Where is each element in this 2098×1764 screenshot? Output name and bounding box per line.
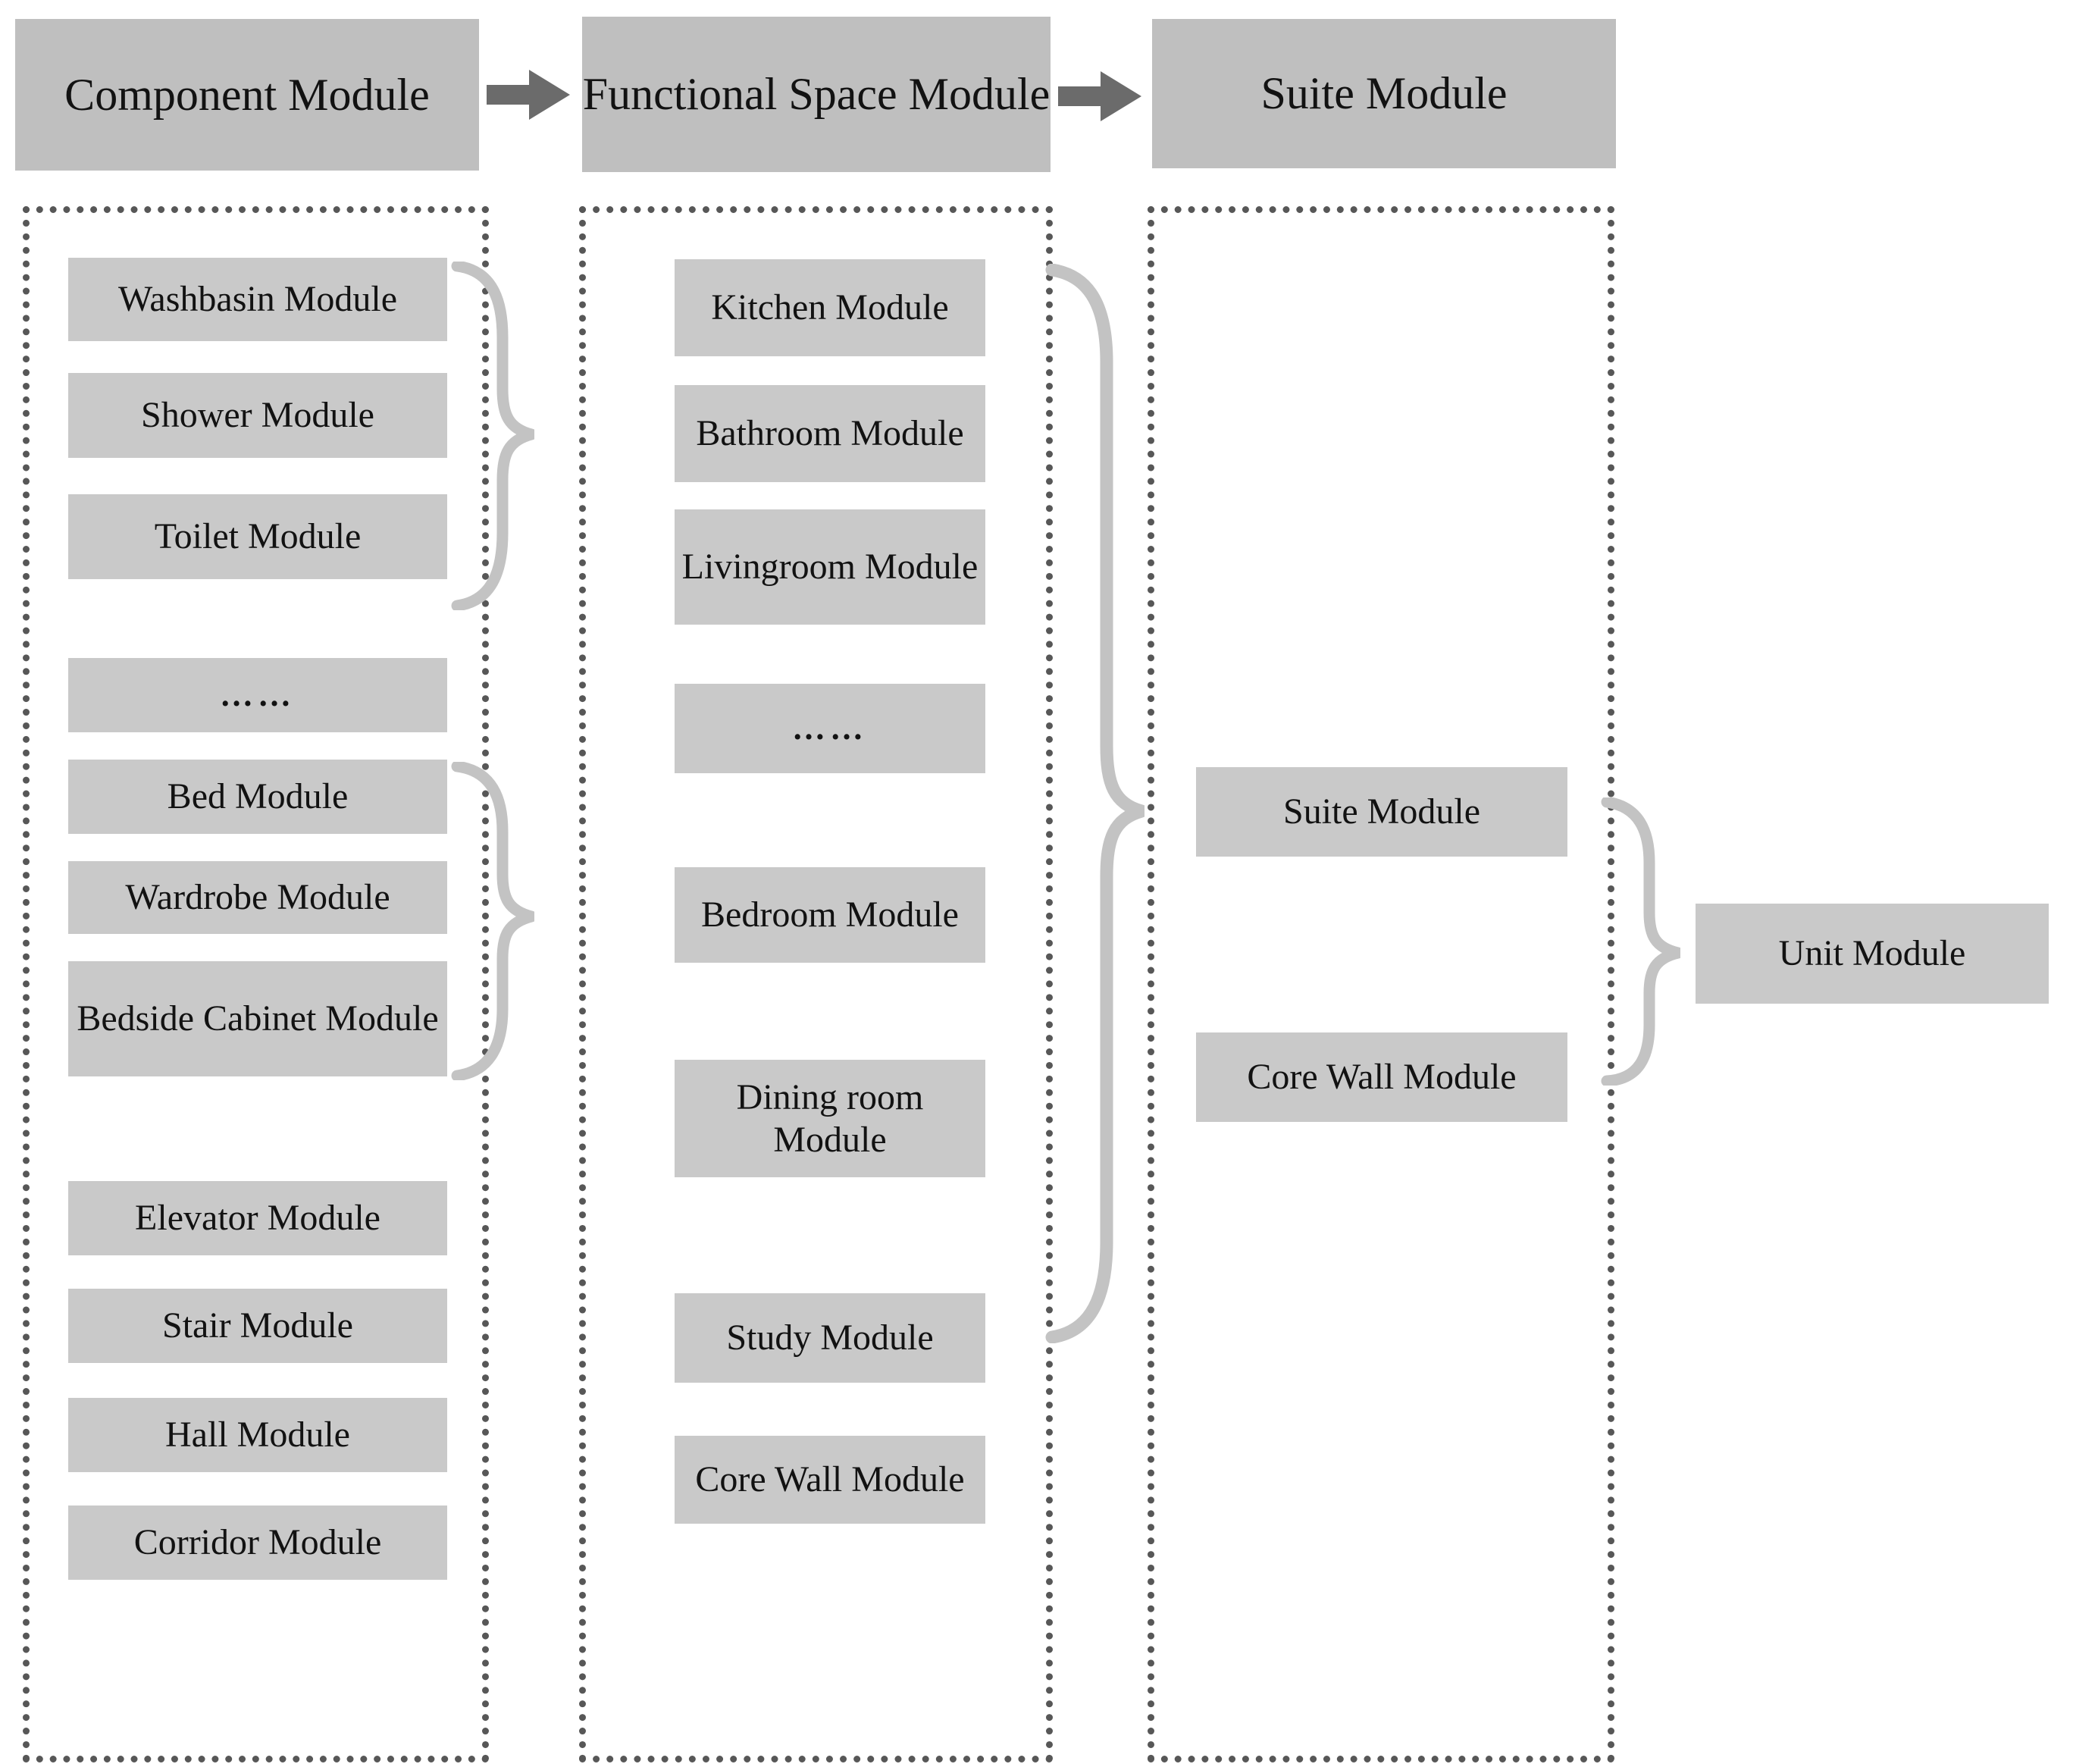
item-bedside-cabinet-module: Bedside Cabinet Module [68,961,447,1076]
functional-space-module-group-box [579,206,1053,1762]
item-elevator-module: Elevator Module [68,1181,447,1255]
item-core-wall-module-functional: Core Wall Module [675,1436,985,1524]
item-ellipsis-components: …… [68,658,447,732]
item-bathroom-module: Bathroom Module [675,385,985,482]
unit-module-box: Unit Module [1696,904,2049,1004]
component-module-header: Component Module [15,19,479,171]
brace-bedroom-group-icon [451,762,534,1080]
item-shower-module: Shower Module [68,373,447,458]
item-dining-room-module: Dining room Module [675,1060,985,1177]
item-washbasin-module: Washbasin Module [68,258,447,341]
suite-module-group-box [1148,206,1614,1762]
item-core-wall-module-suite: Core Wall Module [1196,1032,1567,1122]
item-toilet-module: Toilet Module [68,494,447,579]
brace-suite-group-icon [1045,264,1145,1343]
item-livingroom-module: Livingroom Module [675,509,985,625]
item-hall-module: Hall Module [68,1398,447,1472]
flow-arrow-icon-1 [487,70,570,120]
brace-unit-group-icon [1601,797,1680,1086]
functional-space-module-header: Functional Space Module [582,17,1051,172]
component-module-group-box [23,206,489,1762]
suite-module-header: Suite Module [1152,19,1616,168]
item-suite-module: Suite Module [1196,767,1567,857]
item-bed-module: Bed Module [68,760,447,834]
item-wardrobe-module: Wardrobe Module [68,861,447,934]
item-stair-module: Stair Module [68,1289,447,1363]
brace-bathroom-group-icon [451,262,534,610]
item-bedroom-module: Bedroom Module [675,867,985,963]
item-corridor-module: Corridor Module [68,1506,447,1580]
item-ellipsis-spaces: …… [675,684,985,773]
item-kitchen-module: Kitchen Module [675,259,985,356]
flow-arrow-icon-2 [1058,71,1141,121]
item-study-module: Study Module [675,1293,985,1383]
